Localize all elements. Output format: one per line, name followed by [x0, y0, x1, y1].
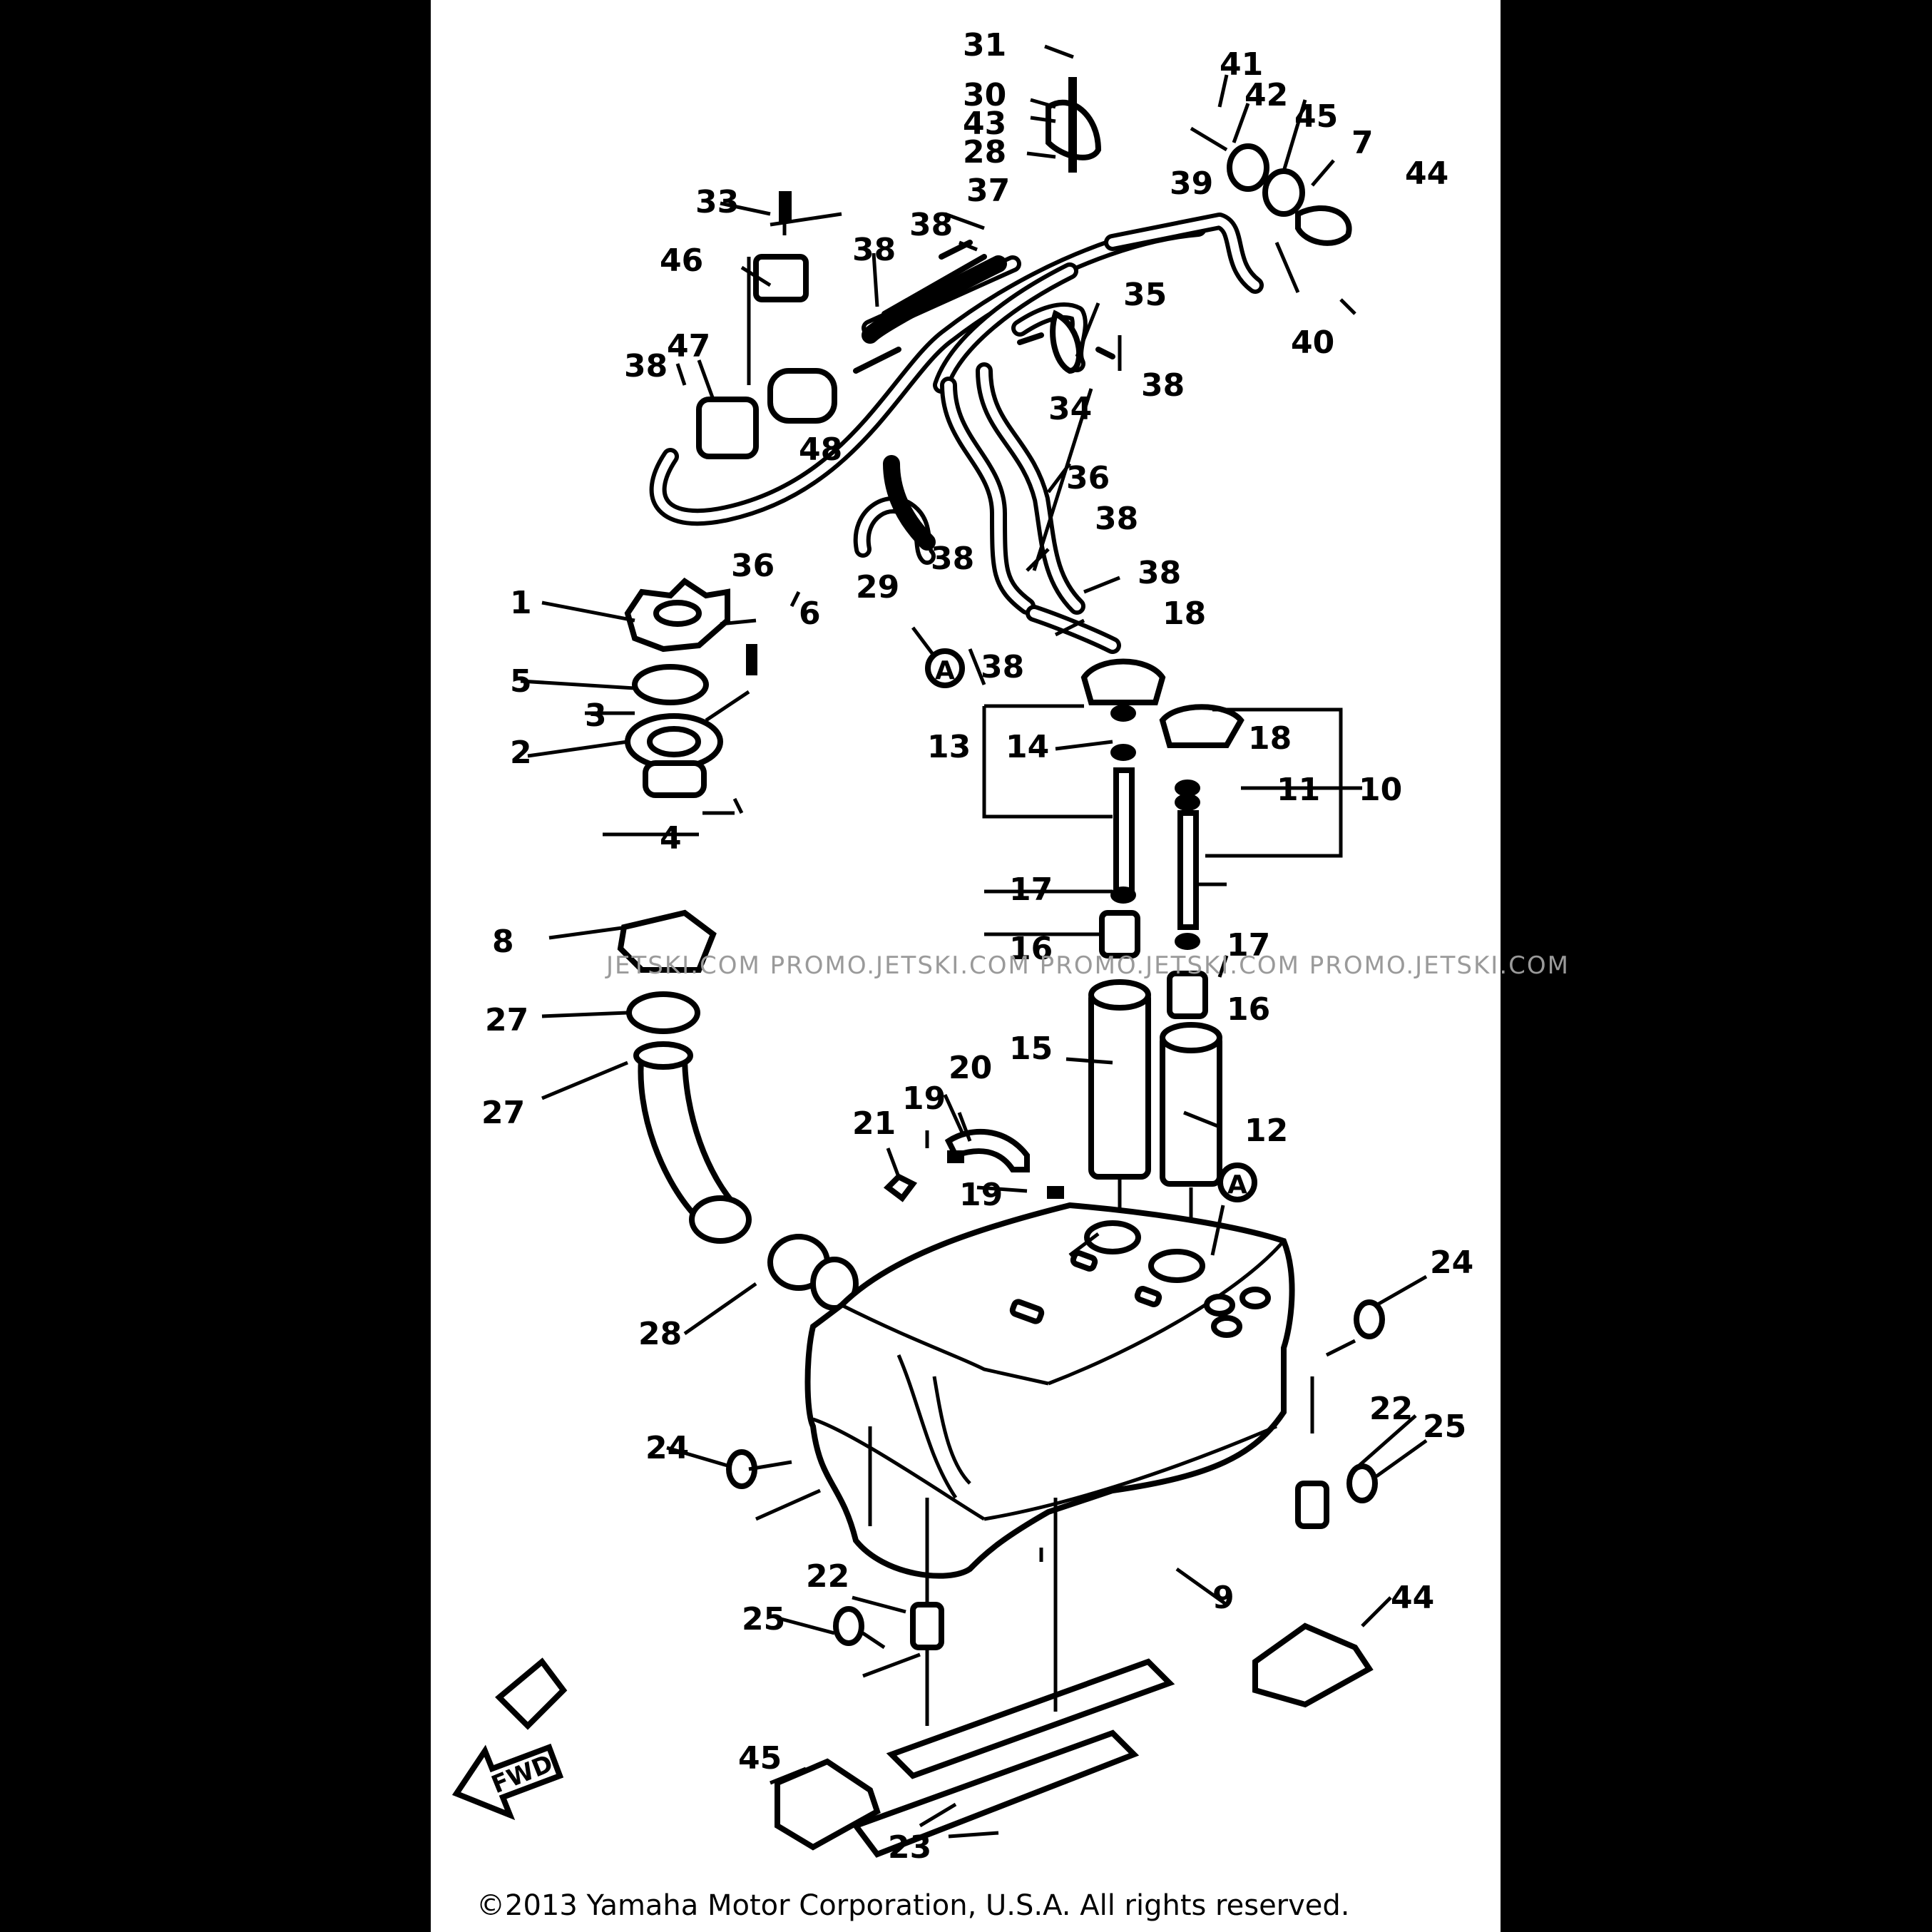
callout-44: 44 — [1391, 1580, 1434, 1616]
leader-lines — [520, 44, 1428, 1839]
callout-3: 3 — [585, 697, 607, 734]
callout-7: 7 — [1351, 125, 1374, 161]
callout-4: 4 — [660, 820, 682, 857]
callout-17-left: 17 — [1009, 872, 1053, 908]
callout-a-markers: A A — [925, 648, 1257, 1202]
callout-37: 38 — [909, 207, 953, 243]
fwd-arrow: FWD — [451, 1743, 564, 1821]
callout-38-c: 38 — [852, 232, 896, 268]
check-valve-parts — [696, 77, 1352, 551]
callout-24-left: 24 — [645, 1430, 689, 1466]
filler-cap-assembly — [603, 577, 859, 1311]
callout-17-right: 17 — [1227, 927, 1270, 964]
callout-6: 6 — [799, 596, 821, 632]
callout-1: 1 — [510, 585, 532, 621]
callout-47: 47 — [667, 328, 710, 364]
callout-38-a: 39 — [1170, 165, 1213, 202]
callout-8: 8 — [492, 924, 514, 960]
callout-2: 2 — [510, 735, 532, 771]
callout-16-right: 16 — [1227, 991, 1270, 1028]
callout-38-h: 38 — [981, 649, 1024, 685]
callout-38-e: 38 — [624, 348, 668, 384]
callout-36-top: 37 — [966, 173, 1010, 209]
callout-42: 42 — [1244, 77, 1288, 113]
callout-46: 46 — [660, 242, 703, 279]
callout-38-f: 38 — [1095, 501, 1138, 537]
callout-24-right: 24 — [1430, 1244, 1473, 1281]
fuel-tank — [804, 1202, 1295, 1579]
callout-48: 48 — [799, 431, 842, 468]
callout-13: 13 — [927, 729, 971, 765]
callout-12: 12 — [1244, 1113, 1288, 1149]
callout-38-b: 40 — [1291, 324, 1334, 361]
watermark: JETSKI.COM PROMO.JETSKI.COM PROMO.JETSKI… — [605, 951, 1570, 980]
callout-18-top: 18 — [1162, 596, 1206, 632]
callout-34: 36 — [731, 548, 775, 584]
pickup-tube-assembly — [883, 658, 1362, 1243]
callout-A-top: A — [935, 656, 955, 685]
callout-36-mid: 38 — [931, 541, 974, 577]
callout-26: 27 — [481, 1095, 525, 1131]
callout-14: 14 — [1006, 729, 1049, 765]
vent-hose-assembly — [649, 213, 1264, 654]
callout-38-g: 38 — [1138, 555, 1181, 591]
callout-19-top: 19 — [902, 1080, 946, 1117]
callout-15: 15 — [1009, 1031, 1053, 1067]
callout-41: 41 — [1220, 46, 1263, 83]
callout-20: 20 — [949, 1050, 992, 1086]
callout-21: 21 — [852, 1105, 896, 1142]
callout-30: 31 — [963, 27, 1006, 63]
callout-23: 23 — [888, 1829, 931, 1866]
callout-16-left: 16 — [1009, 931, 1053, 967]
callout-38-d: 38 — [1141, 367, 1185, 404]
callout-27-bottom: 28 — [638, 1316, 682, 1352]
callout-11: 11 — [1277, 772, 1320, 808]
callout-25-left: 25 — [742, 1601, 785, 1637]
callout-labels: 31 30 43 28 41 42 45 7 44 39 40 33 37 38… — [481, 27, 1473, 1866]
callout-27-top: 27 — [485, 1002, 528, 1038]
callout-28-mid: 29 — [856, 569, 899, 605]
callout-31: 33 — [695, 184, 739, 220]
callout-9: 9 — [1212, 1580, 1235, 1616]
callout-45: 45 — [738, 1740, 782, 1777]
callout-29: 30 — [963, 77, 1006, 113]
callout-5: 5 — [510, 663, 532, 700]
callout-19-bottom: 19 — [959, 1177, 1003, 1213]
callout-35: 36 — [1066, 460, 1110, 496]
callout-18: 18 — [1248, 720, 1292, 757]
callout-A-bottom: A — [1227, 1170, 1247, 1200]
callout-10: 10 — [1359, 772, 1402, 808]
callout-40: 45 — [1294, 98, 1338, 135]
callout-32: 34 — [1048, 391, 1092, 427]
callout-22-left: 22 — [806, 1558, 849, 1595]
copyright-notice: ©2013 Yamaha Motor Corporation, U.S.A. A… — [476, 1889, 1350, 1922]
callout-22-right: 22 — [1369, 1391, 1413, 1427]
callout-28: 28 — [963, 134, 1006, 170]
callout-25-right: 25 — [1423, 1409, 1466, 1445]
callout-33: 35 — [1123, 277, 1167, 313]
callout-43: 43 — [963, 106, 1006, 142]
callout-39: 44 — [1405, 155, 1448, 192]
